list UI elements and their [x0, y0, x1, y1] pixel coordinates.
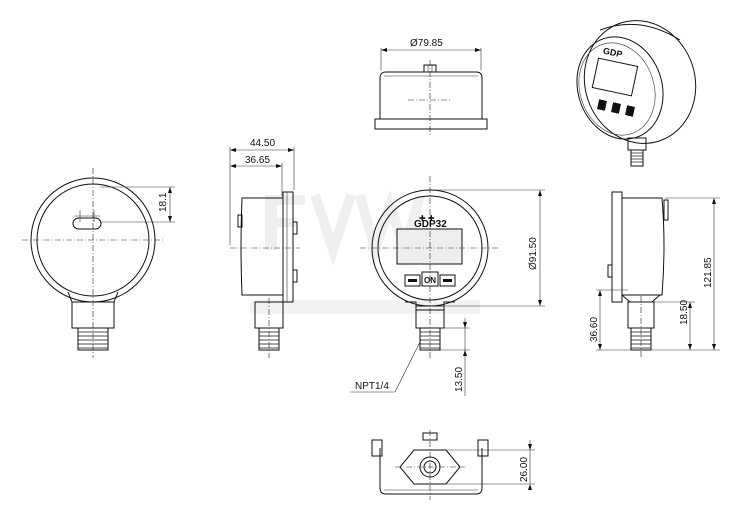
brand-label: GDP32	[414, 219, 447, 230]
svg-text:GDP: GDP	[602, 46, 623, 60]
side-view: 44.50 36.65	[229, 138, 300, 358]
dim-total-height: 121.85	[703, 257, 714, 288]
dim-thread-length: 13.50	[454, 367, 465, 392]
right-side-view: 121.85 18.50 36.60	[589, 191, 720, 358]
dim-top-width: Ø79.85	[410, 38, 443, 49]
dim-side-outer: 44.50	[250, 138, 275, 149]
back-view: 18.1	[22, 168, 175, 358]
dim-stem-height: 36.60	[589, 317, 600, 342]
isometric-view: GDP	[576, 20, 697, 167]
dim-back-offset: 18.1	[158, 192, 169, 212]
dim-stem-short: 18.50	[679, 300, 690, 325]
dim-side-inner: 36.65	[245, 155, 270, 166]
thread-label: NPT1/4	[355, 381, 389, 392]
dim-hex-size: 26.00	[519, 457, 530, 482]
front-view: GDP32 ✚ ✚ ON Ø91.50 13.50 NPT1/4	[350, 176, 545, 396]
dim-front-diameter: Ø91.50	[528, 237, 539, 270]
bottom-view: 26.00	[371, 430, 535, 500]
top-view: Ø79.85	[374, 38, 488, 135]
button-on-label: ON	[424, 276, 436, 285]
svg-text:✚ ✚: ✚ ✚	[419, 214, 435, 223]
